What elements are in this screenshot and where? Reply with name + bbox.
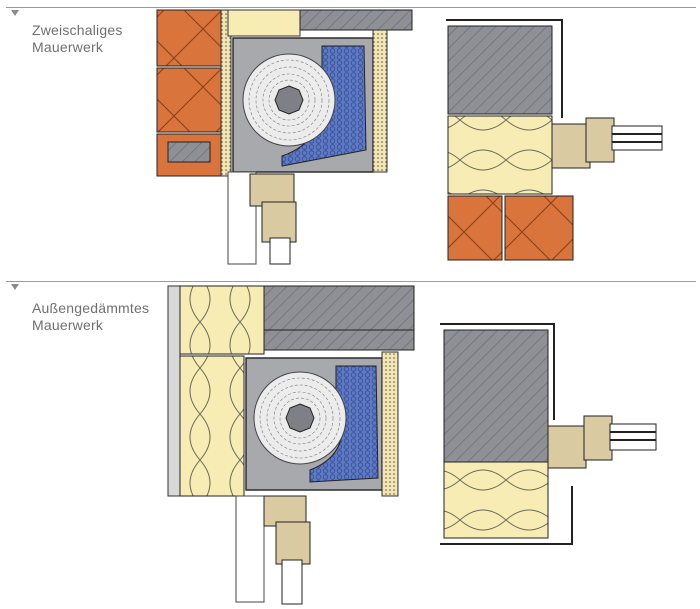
box-insulation-strip	[381, 351, 399, 497]
concrete-slab	[263, 329, 415, 351]
section-title-line: Außengedämmtes	[32, 300, 150, 316]
window-frame-profile	[263, 495, 307, 527]
detail-double-shell-side	[446, 19, 663, 261]
window-frame-profile	[547, 425, 587, 469]
window-sash-profile	[261, 201, 297, 243]
glazing	[609, 423, 657, 451]
concrete-slab	[263, 285, 415, 331]
insulation-layer	[447, 115, 553, 195]
brick-block	[156, 9, 222, 67]
insulation-layer	[179, 355, 245, 497]
concrete-slab	[299, 9, 413, 31]
section-title-double-shell: Zweischaliges Mauerwerk	[32, 22, 123, 56]
section-title-line: Mauerwerk	[32, 39, 104, 55]
detail-double-shell-section	[156, 9, 413, 265]
window-sash-profile	[583, 415, 613, 461]
plaster-line	[446, 19, 563, 118]
window-frame-profile	[249, 173, 295, 207]
render-layer	[167, 285, 181, 497]
collapse-triangle-icon[interactable]	[11, 284, 19, 290]
section-divider	[6, 7, 696, 8]
brick-block	[504, 195, 574, 261]
window-sash-profile	[275, 521, 311, 565]
concrete-wall	[447, 25, 553, 115]
brick-block	[447, 195, 503, 261]
insulation-layer	[443, 461, 549, 539]
detail-external-insulation-side	[440, 323, 657, 545]
plaster-line	[440, 486, 573, 545]
glazing	[269, 237, 291, 265]
section-title-line: Mauerwerk	[32, 317, 104, 333]
window-guide-rail	[235, 495, 265, 603]
insulation-layer	[179, 285, 265, 355]
roller-shutter-roll	[253, 371, 347, 465]
brick-block	[156, 67, 222, 133]
collapse-triangle-icon[interactable]	[11, 10, 19, 16]
section-divider	[6, 281, 696, 282]
section-title-external-insulation: Außengedämmtes Mauerwerk	[32, 300, 149, 334]
section-title-line: Zweischaliges	[32, 22, 123, 38]
lintel-reinforcement	[167, 141, 211, 163]
detail-external-insulation-section	[167, 285, 415, 605]
glazing	[611, 125, 663, 151]
window-sash-profile	[585, 117, 615, 163]
glazing	[281, 559, 303, 605]
insulation-top	[227, 9, 301, 37]
cavity-layer	[220, 9, 232, 177]
concrete-wall	[443, 329, 549, 463]
box-insulation-strip	[372, 29, 388, 173]
window-frame-profile	[551, 123, 591, 169]
plaster-line	[440, 323, 555, 420]
roller-shutter-roll	[242, 53, 336, 147]
